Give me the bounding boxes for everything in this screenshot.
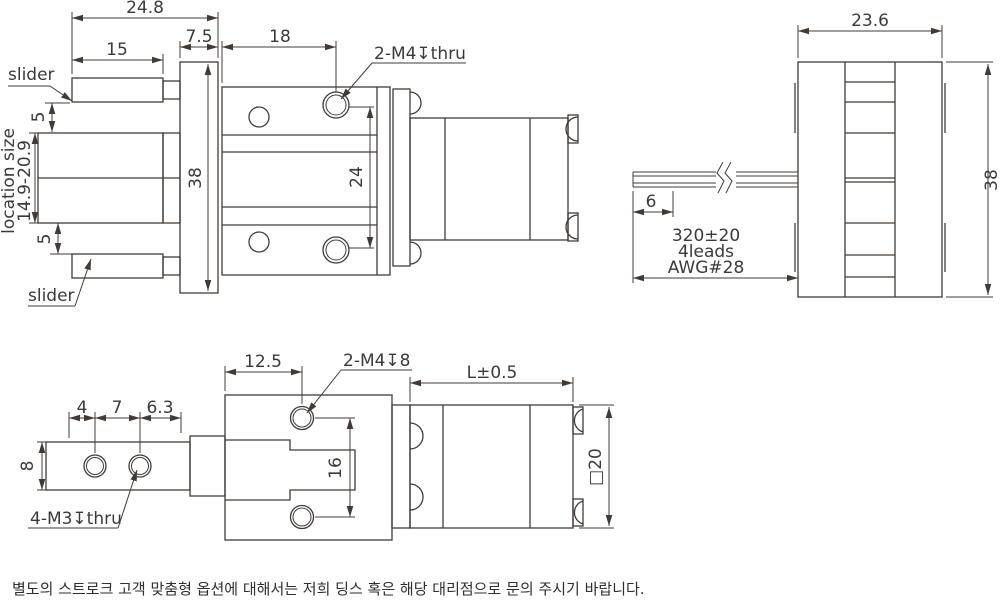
motor-rear-tab [572, 498, 584, 527]
leader-line [117, 469, 138, 529]
location-size-label: location size [0, 128, 19, 234]
bottom-body [224, 394, 393, 541]
thread-callout-m4-depth8: 2-M4↧8 [343, 351, 411, 371]
side-rail-tabs [794, 83, 946, 272]
footer-note: 별도의 스트로크 고객 맞춤형 옵션에 대해서는 저희 딩스 혹은 해당 대리점… [12, 580, 645, 598]
leader-line [49, 85, 73, 102]
thread-callout-m3: 4-M3↧thru [30, 509, 122, 529]
adapter-boss [409, 422, 424, 450]
motor-rear-tab-arc [573, 500, 584, 525]
dim-label-15: 15 [106, 40, 128, 60]
dim-label-5-bottom: 5 [35, 234, 55, 245]
gripper-body [221, 86, 391, 276]
m4-hole-outer [289, 504, 315, 530]
m4-hole-outer [322, 236, 350, 264]
dim-label-23-6: 23.6 [851, 11, 889, 31]
dim-label-4: 4 [77, 398, 88, 418]
side-stack-lines [845, 81, 895, 278]
location-size-range: 14.9-20.9 [15, 140, 35, 222]
m3-hole-outer [83, 454, 107, 478]
m4-hole-inner [292, 408, 312, 428]
motor-adapter [392, 88, 411, 267]
slider-label-bottom: slider [28, 286, 75, 306]
dim-label-8: 8 [18, 461, 38, 472]
slider-label-top: slider [8, 65, 55, 85]
m3-hole-inner [86, 457, 104, 475]
motor-body [409, 404, 574, 529]
leader-line [74, 258, 92, 307]
motor-adapter [391, 404, 411, 529]
pilot-hole [248, 106, 270, 128]
adapter-boss [409, 483, 424, 511]
m3-hole-inner [131, 457, 149, 475]
m4-hole-inner [325, 94, 347, 116]
finger-bar [45, 441, 191, 491]
dim-label-38-side: 38 [982, 169, 1000, 191]
dim-label-24-8: 24.8 [126, 0, 164, 18]
dim-label-16: 16 [326, 457, 346, 479]
leader-line [306, 369, 342, 414]
m4-hole-outer [289, 405, 315, 431]
dim-label-6: 6 [646, 192, 657, 212]
adapter-boss [409, 91, 422, 115]
thread-callout-m4: 2-M4↧thru [374, 44, 466, 64]
motor-body [409, 117, 569, 241]
m4-hole-inner [325, 239, 347, 261]
dim-label-sq20: □20 [586, 448, 606, 486]
adapter-boss [409, 241, 422, 265]
dim-label-L: L±0.5 [467, 363, 518, 383]
wire-break-mark [716, 161, 725, 194]
motor-rear-tab-arc [565, 214, 579, 240]
side-body [797, 61, 943, 298]
dim-label-18: 18 [269, 27, 291, 47]
motor-rear-tab [567, 114, 579, 144]
motor-rear-tab [572, 406, 584, 435]
lead-wires [632, 161, 798, 194]
dim-label-24: 24 [347, 166, 367, 188]
m3-hole-outer [128, 454, 152, 478]
flange [179, 61, 219, 294]
motor-rear-tab [567, 212, 579, 242]
finger-tab [189, 435, 226, 497]
bottom-view: 12.5 2-M4↧8 4 7 6.3 8 16 4-M3↧thru L±0 [18, 351, 614, 541]
bottom-jaw-tab [162, 256, 181, 276]
m4-hole-inner [292, 507, 312, 527]
pilot-hole [248, 231, 270, 253]
front-view: 24.8 15 7.5 18 2-M4↧thru 5 5 location si… [0, 0, 579, 307]
motor-rear-tab-arc [573, 408, 584, 433]
side-view: 23.6 38 6 320±20 4leads AWG#28 [632, 11, 1000, 298]
dim-label-6-3: 6.3 [146, 398, 173, 418]
dim-label-38: 38 [186, 167, 206, 189]
m4-hole-outer [322, 91, 350, 119]
wire-break-mark [724, 161, 733, 194]
dim-label-7-5: 7.5 [185, 27, 212, 47]
cable-length-label: 320±20 [672, 226, 740, 246]
jaw-slot [225, 439, 356, 501]
cable-leads-label: 4leads [678, 242, 734, 262]
top-jaw-tab [162, 80, 181, 100]
top-jaw-bar [71, 77, 164, 103]
motor-rear-tab-arc [565, 116, 579, 142]
dim-label-5-top: 5 [29, 112, 49, 123]
dim-label-12-5: 12.5 [244, 352, 282, 372]
dim-label-7: 7 [112, 398, 123, 418]
leader-line [340, 62, 373, 100]
cable-awg-label: AWG#28 [668, 258, 745, 278]
